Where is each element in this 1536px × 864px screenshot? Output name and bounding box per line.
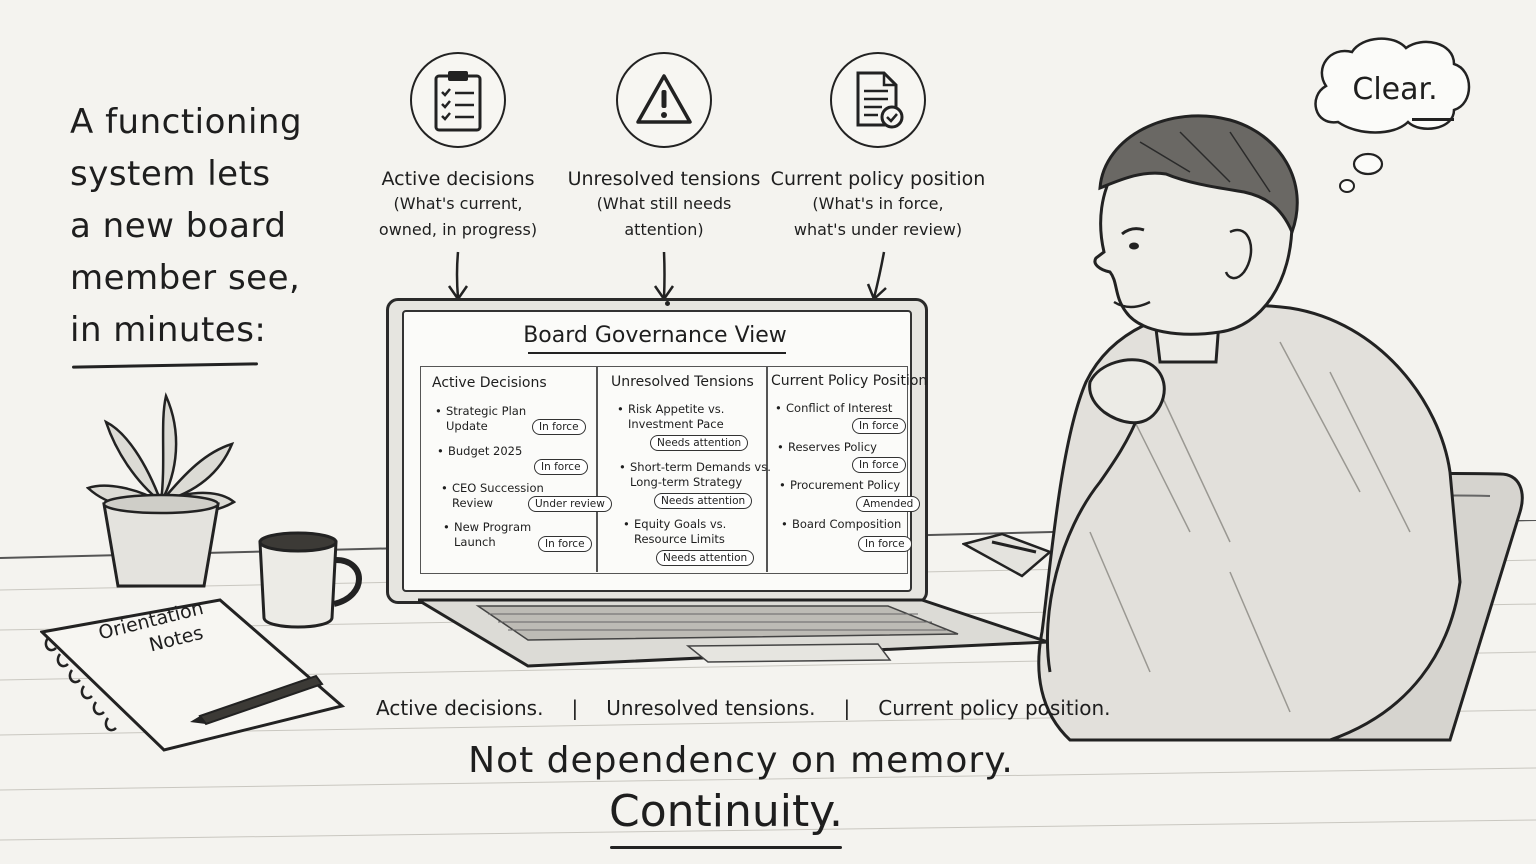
item-label: Update	[446, 419, 488, 433]
status-badge: In force	[852, 457, 906, 473]
closing-word: Continuity.	[608, 786, 843, 837]
status-badge: In force	[852, 418, 906, 434]
item-label: Launch	[454, 535, 496, 549]
status-badge: Amended	[856, 496, 921, 512]
intro-line: system lets	[70, 154, 271, 194]
down-arrow-icon	[447, 251, 469, 302]
list-item[interactable]: CEO Succession Review	[441, 481, 544, 511]
current-policy-column: Current policy position (What's in force…	[768, 52, 988, 302]
policy-document-check-icon	[830, 52, 926, 148]
item-label: Procurement Policy	[790, 478, 901, 492]
item-label: CEO Succession	[452, 481, 544, 495]
item-label: Resource Limits	[634, 532, 725, 546]
intro-underline	[71, 362, 259, 369]
list-item[interactable]: Risk Appetite vs. Investment Pace	[617, 402, 725, 432]
warning-triangle-icon	[616, 52, 712, 148]
intro-line: in minutes:	[70, 310, 267, 350]
column-subtitle: attention)	[624, 220, 704, 239]
status-badge: In force	[858, 536, 912, 552]
status-badge: Needs attention	[650, 435, 749, 451]
status-badge: Needs attention	[654, 493, 753, 509]
item-label: New Program	[454, 520, 532, 534]
caption-separator: |	[843, 696, 851, 720]
unresolved-tensions-column: Unresolved tensions (What still needs at…	[554, 52, 774, 302]
caption-separator: |	[571, 696, 579, 720]
potted-plant	[86, 392, 236, 588]
orientation-notebook	[40, 598, 346, 752]
status-badge: In force	[538, 536, 592, 552]
list-item[interactable]: Short-term Demands vs. Long-term Strateg…	[619, 460, 771, 490]
item-label: Investment Pace	[628, 417, 724, 431]
board-member-figure	[1037, 114, 1524, 742]
status-badge: In force	[532, 419, 586, 435]
panel-heading-current-policy-position: Current Policy Position	[771, 373, 928, 389]
item-label: Review	[452, 496, 494, 510]
list-item[interactable]: Conflict of Interest	[775, 401, 893, 416]
thought-text: Clear.	[1352, 72, 1438, 107]
list-item[interactable]: Board Composition	[781, 517, 902, 532]
column-title: Current policy position	[770, 168, 986, 190]
item-label: Risk Appetite vs.	[628, 402, 725, 416]
item-label: Strategic Plan	[446, 404, 527, 418]
clipboard-checklist-icon	[410, 52, 506, 148]
governance-panel	[420, 366, 908, 574]
side-notepad	[962, 532, 1052, 578]
caption-unresolved-tensions: Unresolved tensions.	[606, 696, 816, 720]
thought-bubble	[1314, 37, 1471, 134]
list-item[interactable]: Reserves Policy	[777, 440, 877, 455]
status-badge: Under review	[528, 496, 612, 512]
status-badge: In force	[534, 459, 588, 475]
item-label: Long-term Strategy	[630, 475, 743, 489]
intro-line: a new board	[70, 206, 287, 246]
column-title: Unresolved tensions	[567, 168, 761, 190]
caption-current-policy-position: Current policy position.	[878, 696, 1111, 720]
coffee-mug	[258, 531, 362, 629]
list-item[interactable]: Budget 2025	[437, 444, 523, 459]
thought-underline	[1412, 118, 1454, 121]
list-item[interactable]: New Program Launch	[443, 520, 532, 550]
intro-line: A functioning	[70, 102, 303, 142]
laptop-keyboard-base	[418, 598, 1049, 668]
down-arrow-icon	[653, 251, 675, 302]
status-badge: Needs attention	[656, 550, 755, 566]
list-item[interactable]: Procurement Policy	[779, 478, 901, 493]
active-decisions-column: Active decisions (What's current, owned,…	[348, 52, 568, 302]
item-label: Equity Goals vs.	[634, 517, 727, 531]
caption-row: Active decisions. | Unresolved tensions. | C…	[376, 696, 1111, 720]
panel-divider	[596, 366, 598, 572]
caption-active-decisions: Active decisions.	[376, 696, 544, 720]
screen-title: Board Governance View	[523, 323, 787, 348]
list-item[interactable]: Strategic Plan Update	[435, 404, 527, 434]
intro-line: member see,	[70, 258, 301, 298]
item-label: Short-term Demands vs.	[630, 460, 771, 474]
column-subtitle: what's under review)	[793, 220, 963, 239]
down-arrow-icon	[866, 251, 887, 302]
screen-title-underline	[528, 352, 786, 354]
thought-dots	[1339, 152, 1384, 193]
item-label: Reserves Policy	[788, 440, 877, 454]
column-title: Active decisions	[381, 168, 535, 190]
column-subtitle: (What's in force,	[812, 194, 944, 213]
panel-heading-unresolved-tensions: Unresolved Tensions	[611, 374, 754, 390]
item-label: Board Composition	[792, 517, 902, 531]
column-subtitle: (What still needs	[596, 194, 732, 213]
item-label: Conflict of Interest	[786, 401, 893, 415]
column-subtitle: owned, in progress)	[378, 220, 538, 239]
intro-text: A functioning system lets a new board me…	[70, 96, 330, 356]
tagline: Not dependency on memory.	[468, 740, 1014, 781]
panel-heading-active-decisions: Active Decisions	[432, 375, 547, 391]
list-item[interactable]: Equity Goals vs. Resource Limits	[623, 517, 727, 547]
closing-underline	[610, 846, 842, 849]
column-subtitle: (What's current,	[393, 194, 523, 213]
webcam-icon	[665, 301, 670, 306]
item-label: Budget 2025	[448, 444, 523, 458]
